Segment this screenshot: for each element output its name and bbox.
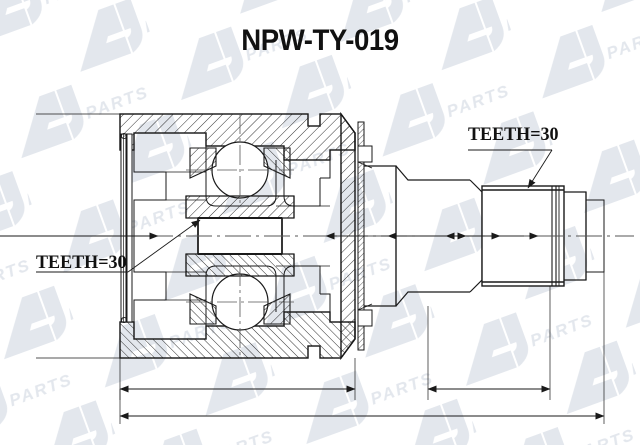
left-retainer-strip bbox=[120, 132, 133, 324]
leader-teeth-left bbox=[36, 219, 201, 273]
leader-teeth-right bbox=[468, 149, 553, 189]
dimension-shaft-length bbox=[427, 286, 551, 400]
dimension-housing-length bbox=[119, 358, 356, 400]
